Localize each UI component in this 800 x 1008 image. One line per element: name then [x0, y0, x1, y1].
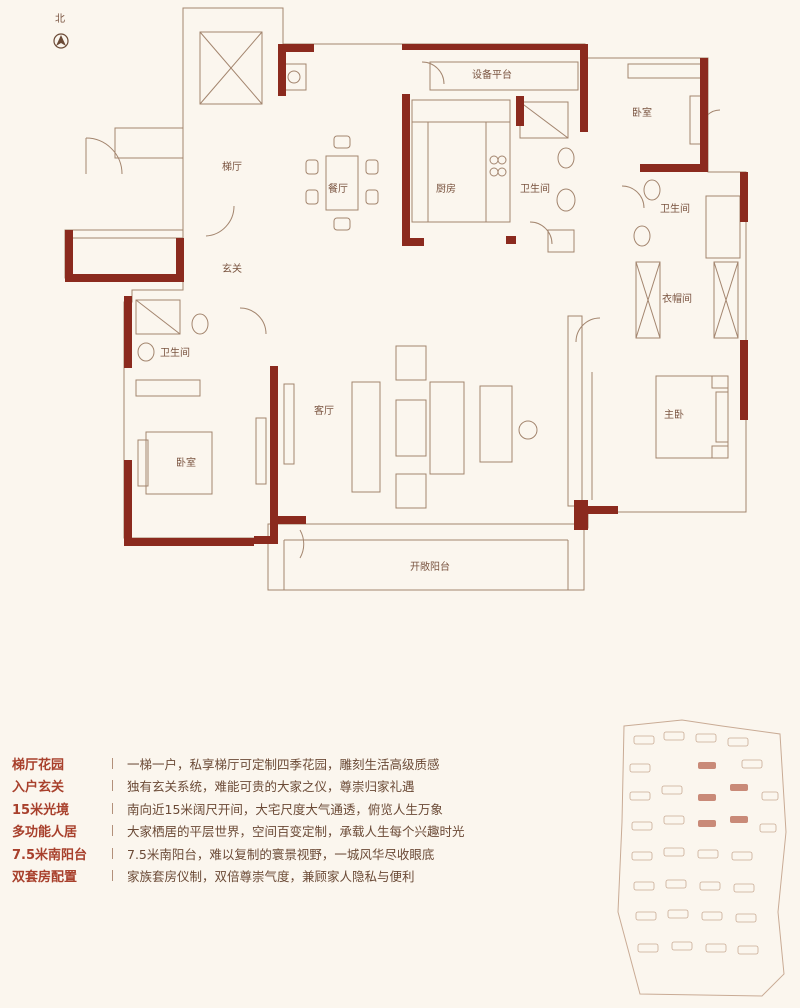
room-bedroom-sw: 卧室 — [176, 456, 196, 469]
feature-row: 15米光境 南向近15米阔尺开间，大宅尺度大气通透，俯览人生万象 — [12, 797, 612, 820]
coffee-table — [395, 399, 427, 457]
feature-title: 多功能人居 — [12, 825, 78, 841]
room-equipment-platform: 设备平台 — [472, 68, 512, 81]
feature-title: 7.5米南阳台 — [12, 847, 88, 863]
feature-description: 一梯一户，私享梯厅可定制四季花园，雕刻生活高级质感 — [127, 756, 440, 772]
sideboard — [479, 385, 513, 463]
dining-table — [325, 155, 359, 211]
feature-row: 双套房配置 家族套房仪制，双倍尊崇气度，兼顾家人隐私与便利 — [12, 865, 612, 888]
feature-row: 多功能人居 大家栖居的平层世界，空间百变定制，承载人生每个兴趣时光 — [12, 820, 612, 843]
feature-title: 双套房配置 — [12, 870, 78, 886]
room-open-balcony: 开敞阳台 — [410, 560, 450, 573]
feature-title: 15米光境 — [12, 802, 70, 818]
elevator-shaft-1 — [199, 31, 263, 105]
highlighted-buildings — [698, 762, 748, 827]
feature-description: 大家栖居的平层世界，空间百变定制，承载人生每个兴趣时光 — [127, 824, 465, 840]
sofa-chair-bottom — [395, 473, 427, 509]
feature-description: 南向近15米阔尺开间，大宅尺度大气通透，俯览人生万象 — [127, 801, 443, 817]
room-stair-hall: 梯厅 — [222, 160, 242, 173]
feature-title: 梯厅花园 — [12, 757, 65, 773]
room-master-bedroom: 主卧 — [664, 408, 684, 421]
feature-separator — [112, 870, 127, 882]
sofa-chair-top — [395, 345, 427, 381]
feature-title: 入户玄关 — [12, 780, 65, 796]
room-dining: 餐厅 — [328, 182, 348, 195]
room-bathroom-center: 卫生间 — [520, 182, 550, 195]
north-label: 北 — [55, 13, 65, 25]
room-cloakroom: 衣帽间 — [662, 292, 692, 305]
site-plan-map — [617, 719, 787, 997]
room-living: 客厅 — [314, 404, 334, 417]
feature-separator — [112, 847, 127, 859]
building-blocks — [629, 731, 779, 955]
feature-row: 7.5米南阳台 7.5米南阳台，难以复制的寰景视野，一城风华尽收眼底 — [12, 842, 612, 865]
room-kitchen: 厨房 — [436, 182, 456, 195]
north-arrow-icon — [53, 33, 69, 49]
feature-description: 独有玄关系统，难能可贵的大家之仪，尊崇归家礼遇 — [127, 779, 415, 795]
feature-separator — [112, 802, 127, 814]
feature-description: 7.5米南阳台，难以复制的寰景视野，一城风华尽收眼底 — [127, 846, 435, 862]
feature-separator — [112, 757, 127, 769]
room-bedroom-ne: 卧室 — [632, 106, 652, 119]
bedroom-bed — [145, 431, 213, 495]
feature-row: 梯厅花园 一梯一户，私享梯厅可定制四季花园，雕刻生活高级质感 — [12, 752, 612, 775]
feature-list: 梯厅花园 一梯一户，私享梯厅可定制四季花园，雕刻生活高级质感 入户玄关 独有玄关… — [12, 752, 612, 887]
feature-description: 家族套房仪制，双倍尊崇气度，兼顾家人隐私与便利 — [127, 869, 415, 885]
room-bathroom-east: 卫生间 — [660, 202, 690, 215]
floor-plan: 北 设备平台 卧室 梯厅 餐厅 厨房 卫生间 卫生间 玄关 衣帽间 卫生间 客厅… — [53, 7, 748, 591]
sofa-left — [351, 381, 381, 493]
feature-separator — [112, 780, 127, 792]
feature-row: 入户玄关 独有玄关系统，难能可贵的大家之仪，尊崇归家礼遇 — [12, 775, 612, 798]
sofa-right — [429, 381, 465, 475]
room-foyer: 玄关 — [222, 262, 242, 275]
room-bathroom-west: 卫生间 — [160, 346, 190, 359]
feature-separator — [112, 825, 127, 837]
